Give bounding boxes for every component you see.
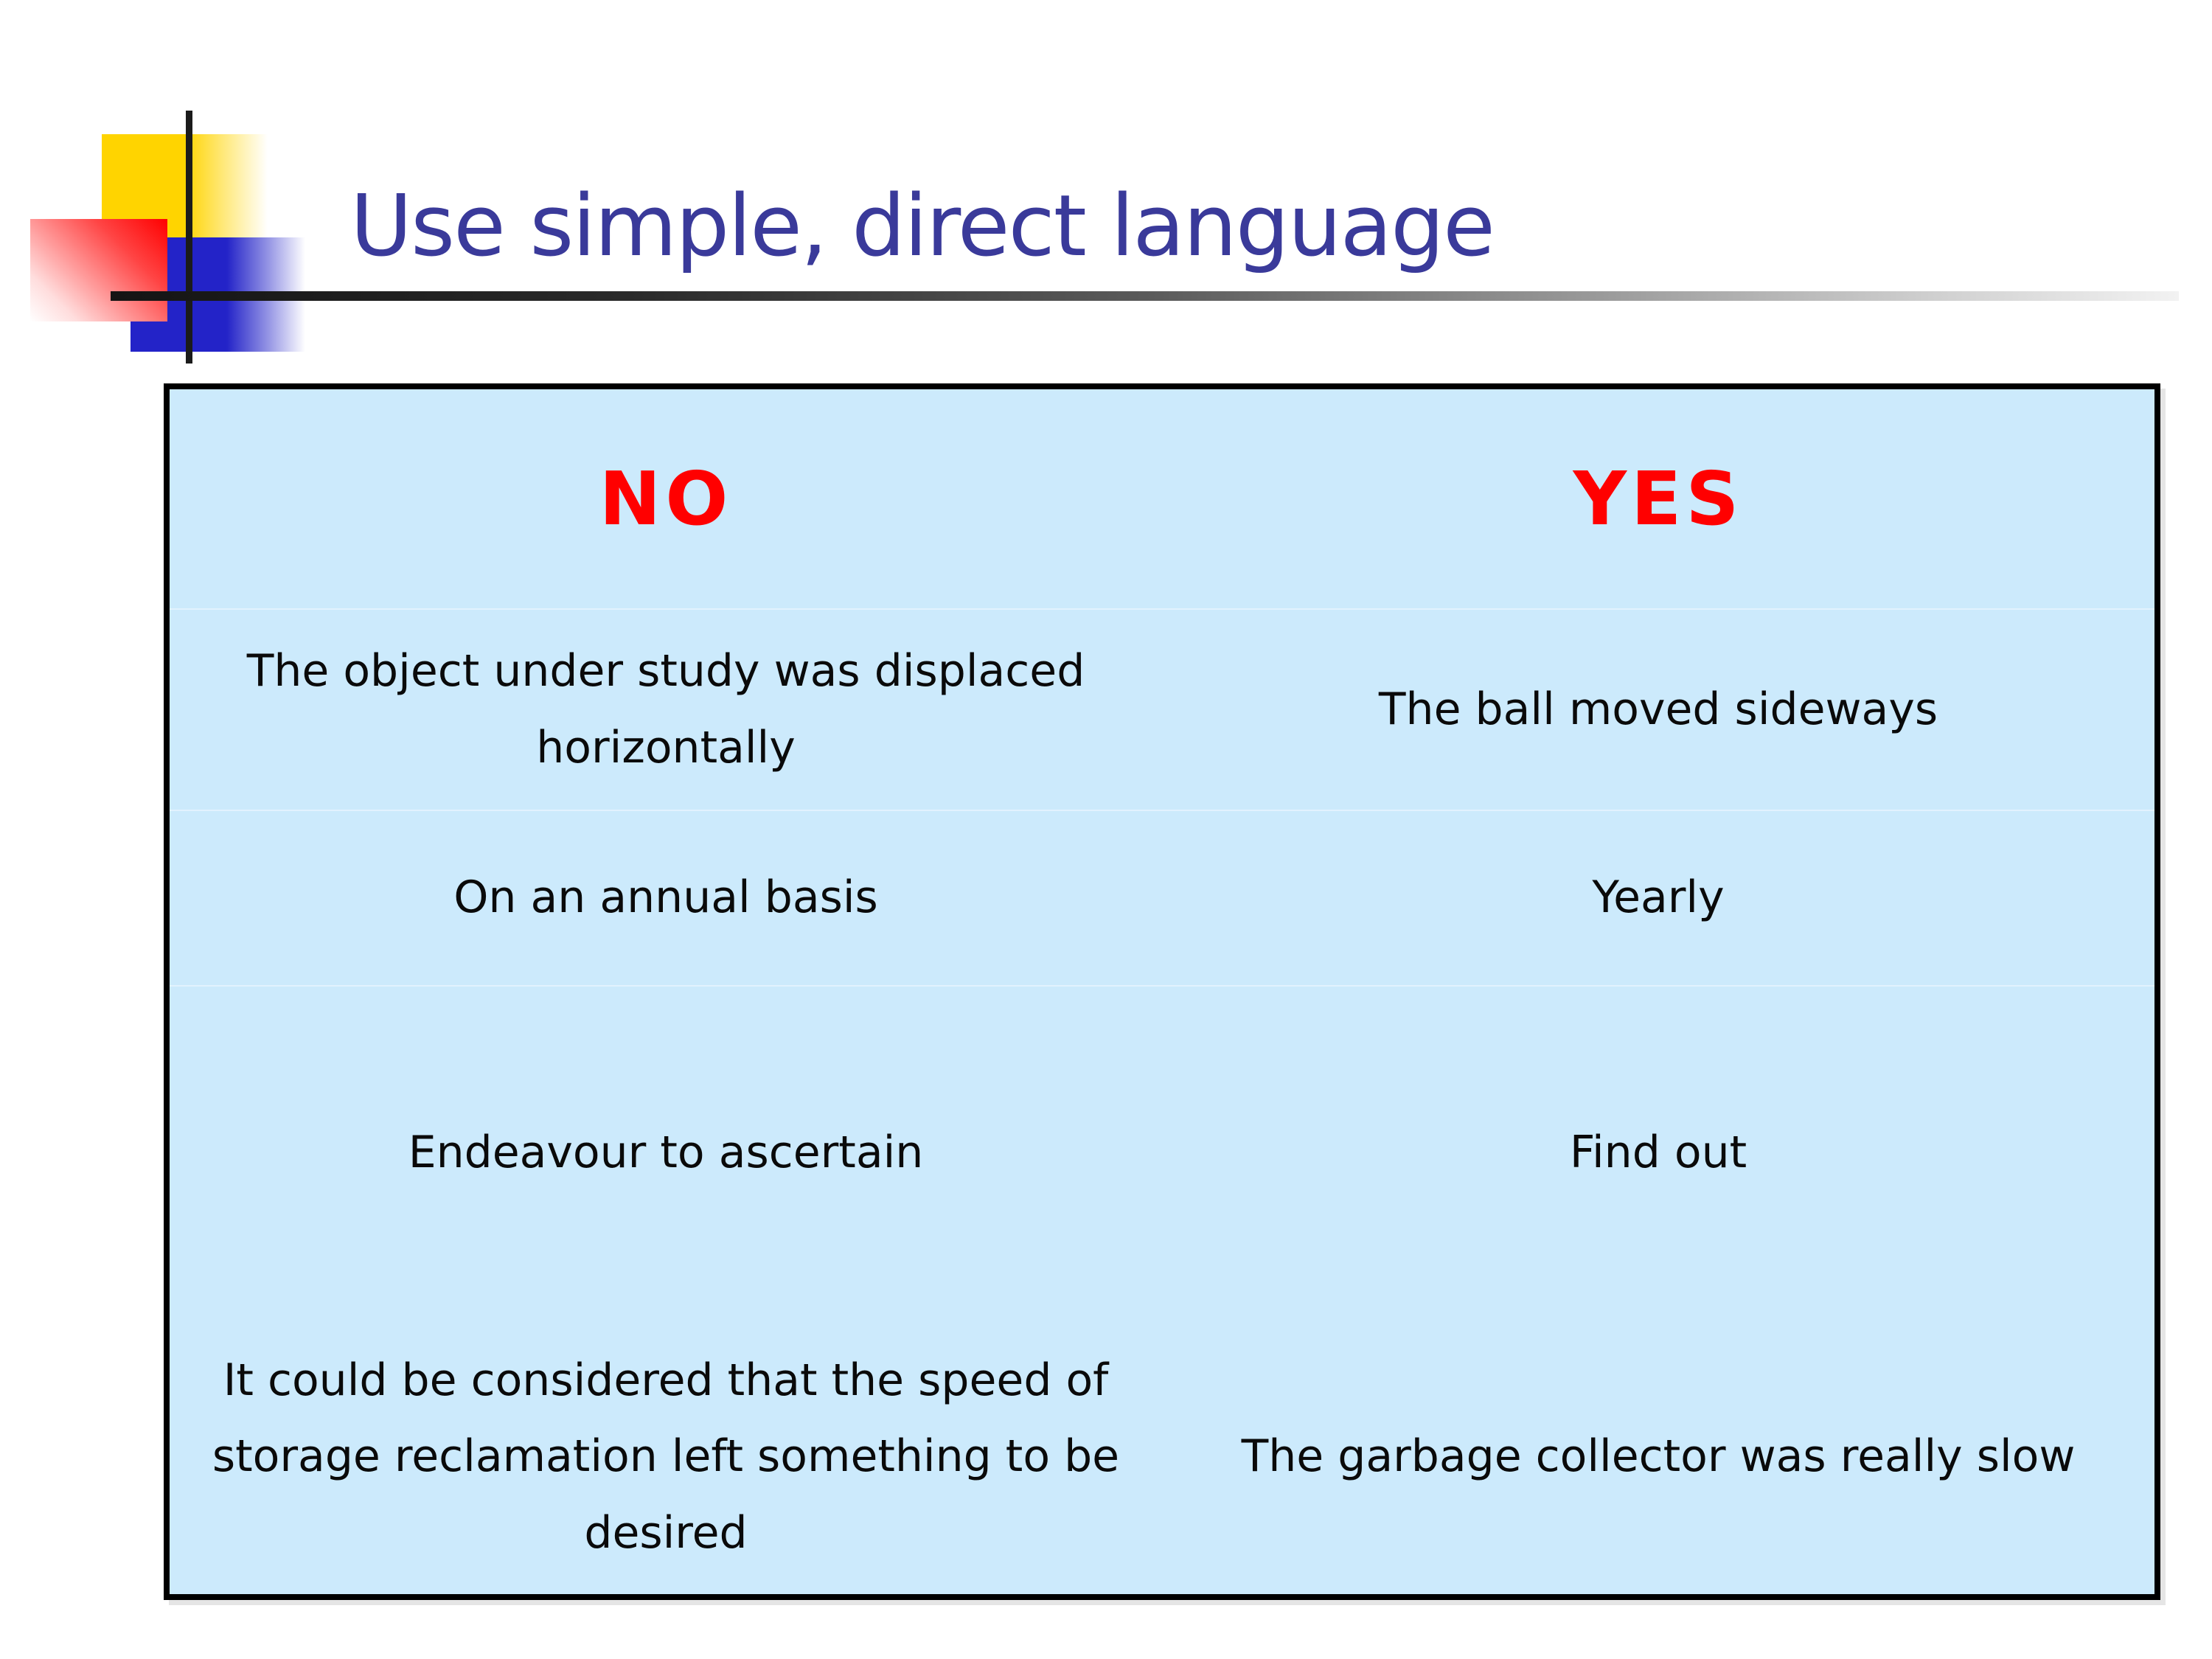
yes-example-4: The garbage collector was really slow <box>1241 1430 2076 1483</box>
logo-vertical-line <box>186 111 192 364</box>
table-cell-no-3: Endeavour to ascertain <box>170 987 1162 1320</box>
yes-example-2: Yearly <box>1592 872 1725 924</box>
comparison-box: NO YES The object under study was displa… <box>164 383 2160 1600</box>
no-example-4: It could be considered that the speed of… <box>212 1354 1120 1559</box>
table-cell-yes-2: Yearly <box>1162 811 2154 987</box>
no-column-header: NO <box>170 389 1162 610</box>
yes-example-3: Find out <box>1569 1127 1747 1179</box>
no-example-1: The object under study was displaced hor… <box>246 645 1085 773</box>
table-cell-yes-3: Find out <box>1162 987 2154 1320</box>
table-cell-no-1: The object under study was displaced hor… <box>170 610 1162 811</box>
table-cell-no-2: On an annual basis <box>170 811 1162 987</box>
table-cell-no-4: It could be considered that the speed of… <box>170 1320 1162 1594</box>
comparison-table: NO YES The object under study was displa… <box>170 389 2154 1594</box>
title-underline-rule <box>111 291 2179 301</box>
page-title: Use simple, direct language <box>350 177 1495 276</box>
table-cell-yes-4: The garbage collector was really slow <box>1162 1320 2154 1594</box>
yes-header-label: YES <box>1573 456 1744 542</box>
table-cell-yes-1: The ball moved sideways <box>1162 610 2154 811</box>
yes-example-1: The ball moved sideways <box>1378 683 1938 735</box>
logo-red-square <box>30 219 167 321</box>
no-example-2: On an annual basis <box>453 872 878 924</box>
no-header-label: NO <box>599 456 733 542</box>
no-example-3: Endeavour to ascertain <box>408 1127 924 1179</box>
yes-column-header: YES <box>1162 389 2154 610</box>
